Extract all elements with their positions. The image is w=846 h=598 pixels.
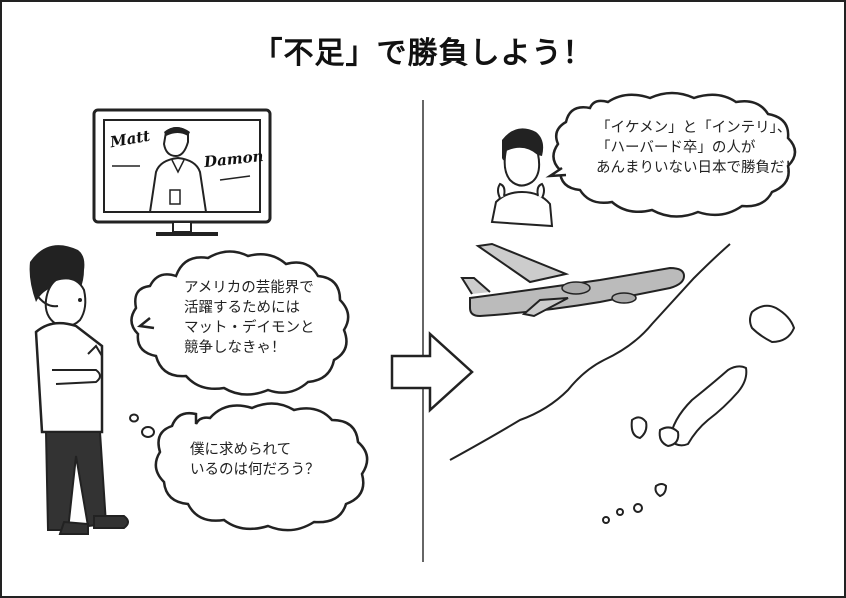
cheering-man-figure bbox=[490, 128, 554, 228]
actor-figure bbox=[148, 127, 208, 213]
arrow-right-icon bbox=[390, 331, 474, 413]
thought-bubble-left-text: 僕に求められて いるのは何だろう？ bbox=[190, 440, 320, 480]
airplane-icon bbox=[460, 242, 686, 318]
thought-bubble-left bbox=[129, 402, 369, 532]
speech-bubble-right-text: 「イケメン」と「インテリ」、 「ハーバード卒」の人が あんまりいない日本で勝負だ… bbox=[596, 118, 799, 178]
thinking-man-figure bbox=[29, 245, 129, 535]
tv-icon bbox=[92, 108, 272, 236]
thought-line: いるのは何だろう？ bbox=[190, 462, 320, 478]
speech-line: 競争しなきゃ！ bbox=[184, 340, 286, 356]
speech-line: アメリカの芸能界で bbox=[184, 280, 314, 296]
speech-line: 「ハーバード卒」の人が bbox=[596, 140, 756, 156]
speech-bubble-left bbox=[130, 250, 350, 396]
speech-line: 「イケメン」と「インテリ」、 bbox=[596, 120, 792, 136]
speech-bubble-right bbox=[545, 91, 797, 218]
page-title: 「不足」で勝負しよう！ bbox=[252, 36, 594, 71]
speech-line: あんまりいない日本で勝負だ！ bbox=[596, 160, 799, 176]
speech-line: マット・デイモンと bbox=[184, 320, 315, 336]
speech-line: 活躍するためには bbox=[184, 300, 300, 316]
speech-bubble-left-text: アメリカの芸能界で 活躍するためには マット・デイモンと 競争しなきゃ！ bbox=[184, 278, 315, 358]
thought-line: 僕に求められて bbox=[190, 442, 292, 458]
japan-map-icon bbox=[449, 243, 796, 524]
